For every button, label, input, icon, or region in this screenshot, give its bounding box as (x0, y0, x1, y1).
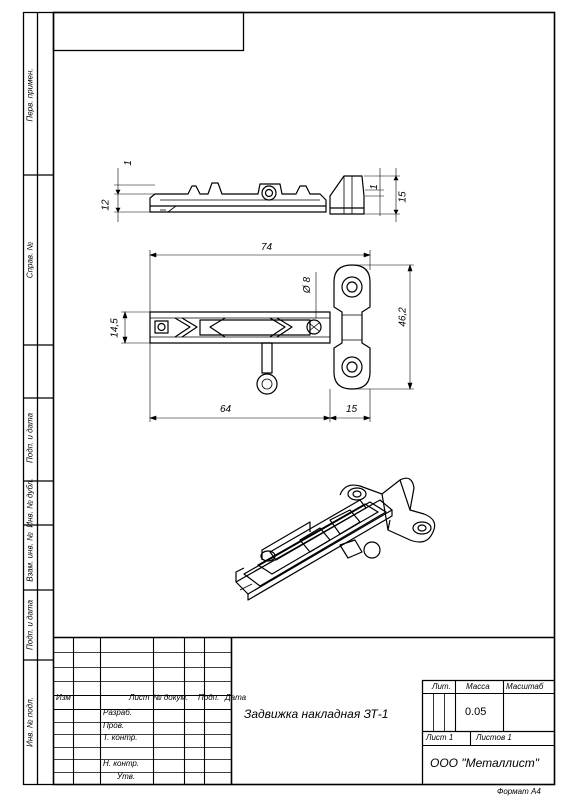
format-label: Формат А4 (497, 787, 541, 796)
product-name: Задвижка накладная ЗТ-1 (244, 707, 389, 721)
dim-top-64: 64 (220, 404, 232, 415)
dim-top-74: 74 (261, 242, 273, 253)
row-tkontr: Т. контр. (103, 733, 138, 742)
sheets-label: Листов 1 (476, 733, 512, 742)
lit-label: Лит. (432, 682, 451, 691)
col-date: Дата (225, 693, 247, 702)
dim-top-15: 15 (346, 404, 358, 415)
col-izm: Изм (56, 693, 71, 702)
scale-label: Масштаб (506, 682, 544, 691)
row-utv: Утв. (117, 772, 136, 781)
company-name: ООО "Металлист" (430, 756, 539, 770)
col-sign: Подп. (198, 693, 220, 702)
mass-value: 0.05 (465, 706, 487, 718)
row-razrab: Разраб. (103, 708, 132, 717)
sheet-label: Лист 1 (426, 733, 454, 742)
row-prov: Пров. (103, 721, 125, 730)
row-nkontr: Н. контр. (103, 759, 140, 768)
mass-label: Масса (466, 682, 490, 691)
col-doc: № докум. (153, 693, 189, 702)
col-list: Лист (129, 693, 150, 702)
